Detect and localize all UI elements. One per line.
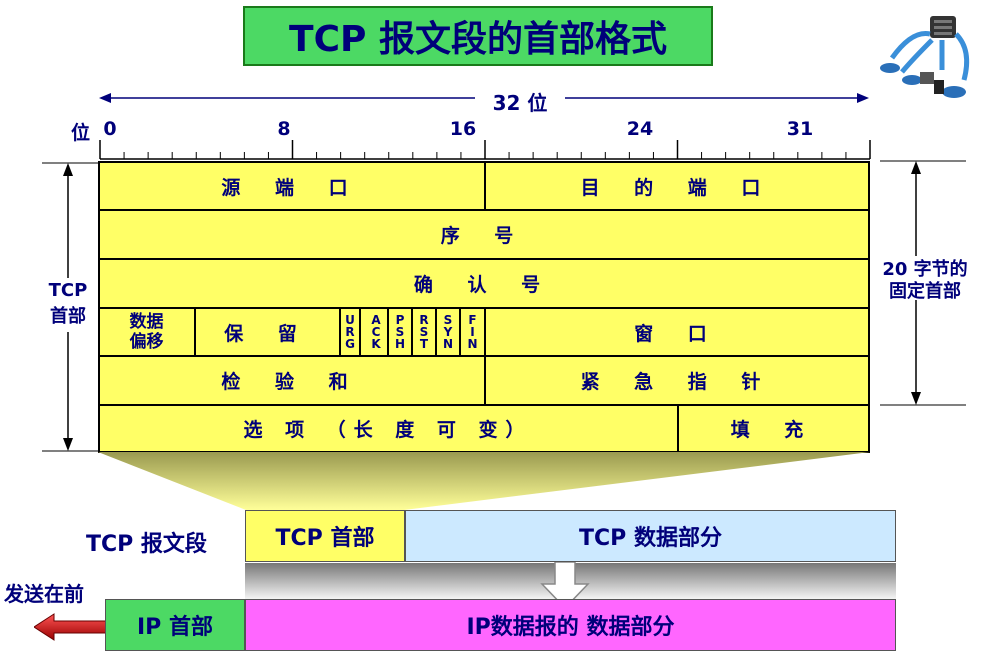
flag-syn-char-2: Y <box>443 325 453 339</box>
tcp-data-block: TCP 数据部分 <box>405 510 896 562</box>
tick-label-16: 16 <box>449 118 477 140</box>
reserved-field: 保 留 <box>196 309 341 355</box>
down-arrow-icon <box>540 561 590 610</box>
flag-ack-char-3: K <box>371 337 381 351</box>
row-sequence: 序 号 <box>99 211 869 260</box>
flag-psh-char-2: S <box>395 325 405 339</box>
flag-rst-char-3: T <box>419 337 429 351</box>
flag-rst-char-2: S <box>419 325 429 339</box>
flag-syn-char-1: S <box>443 313 453 327</box>
flag-syn-char-3: N <box>442 337 454 351</box>
tcp-header-label-1: TCP <box>48 280 88 301</box>
flag-urg-char-3: G <box>345 337 355 351</box>
tcp-segment-label: TCP 报文段 <box>86 532 207 557</box>
urgent-pointer-field: 紧 急 指 针 <box>580 371 775 393</box>
send-direction-arrow-icon <box>33 612 107 642</box>
flag-fin-char-2: I <box>470 325 475 339</box>
flag-rst-char-1: R <box>419 313 429 327</box>
fixed-header-label-2: 固定首部 <box>889 281 961 302</box>
ack-number-field: 确 认 号 <box>413 274 555 296</box>
data-offset-line-2: 偏移 <box>129 332 164 352</box>
tick-label-24: 24 <box>626 118 654 140</box>
tcp-header-label-2: 首部 <box>50 306 86 327</box>
window-field: 窗 口 <box>634 322 721 345</box>
destination-port-field: 目 的 端 口 <box>580 176 775 199</box>
flag-psh-char-3: H <box>394 337 406 351</box>
flag-urg-char-2: R <box>345 325 355 339</box>
ip-header-block: IP 首部 <box>105 599 245 651</box>
fixed-header-bracket <box>870 160 966 406</box>
tick-label-0: 0 <box>103 118 117 140</box>
send-first-label: 发送在前 <box>4 582 84 606</box>
bit-label: 位 <box>71 122 91 144</box>
page-title: TCP 报文段的首部格式 <box>243 6 713 66</box>
expansion-wedge <box>98 452 898 512</box>
padding-field: 填 充 <box>730 419 818 441</box>
flag-ack-char-1: A <box>371 313 381 327</box>
flag-urg-char-1: U <box>345 313 355 327</box>
width-label: 32 位 <box>475 87 565 116</box>
flag-fin-char-1: F <box>468 313 477 327</box>
row-ack: 确 认 号 <box>99 260 869 309</box>
ip-data-block: IP数据报的 数据部分 <box>245 599 896 651</box>
options-field: 选 项 （长 度 可 变） <box>99 406 679 451</box>
data-offset-line-1: 数据 <box>129 312 164 332</box>
flag-fin-char-3: N <box>467 337 478 351</box>
flag-ack-char-2: C <box>371 325 381 339</box>
data-offset-field: 数据 偏移 <box>99 309 196 355</box>
tick-label-8: 8 <box>277 118 291 140</box>
flag-psh-char-1: P <box>395 313 405 327</box>
source-port-field: 源 端 口 <box>99 163 486 209</box>
sequence-number-field: 序 号 <box>440 225 528 247</box>
bit-ruler <box>99 140 871 160</box>
tcp-header-bracket <box>42 162 100 452</box>
checksum-field: 检 验 和 <box>99 357 486 404</box>
row-checksum-urgent: 检 验 和 紧 急 指 针 <box>99 357 869 406</box>
row-options: 选 项 （长 度 可 变） 填 充 <box>99 406 869 451</box>
fixed-header-label-1: 20 字节的 <box>882 259 968 280</box>
row-ports: 源 端 口 目 的 端 口 <box>99 163 869 211</box>
tick-label-31: 31 <box>786 118 814 140</box>
tcp-header-block: TCP 首部 <box>245 510 405 562</box>
network-diagram-icon <box>872 10 982 110</box>
